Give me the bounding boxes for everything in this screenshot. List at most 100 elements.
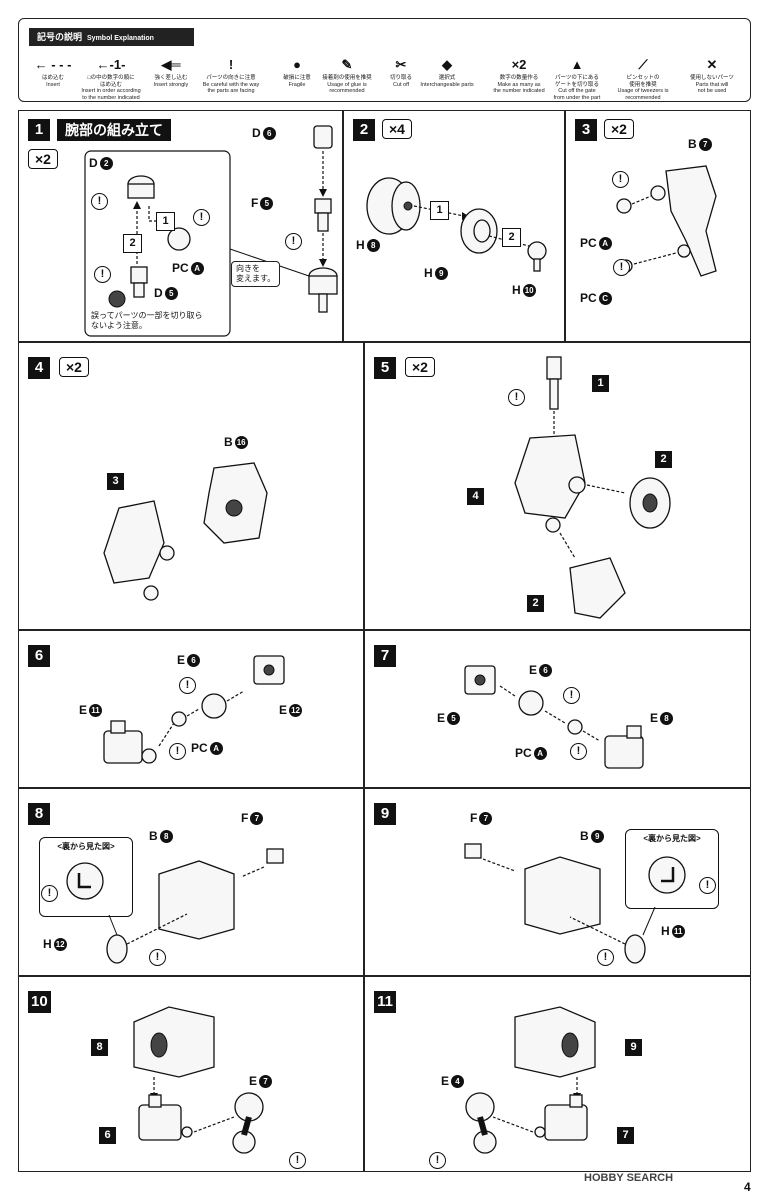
caution-icon: ! [570,743,587,760]
legend-symbol: ×2 [511,57,527,73]
part-number: A [533,747,547,761]
order-number-2: 2 [502,228,521,247]
step-number: 7 [374,645,396,667]
part-number: 6 [262,127,276,141]
part-letter: F [470,811,478,825]
sub-assembly-9: 9 [625,1039,642,1056]
part-letter: H [424,266,433,280]
part-letter: H [43,937,52,951]
caution-icon: ! [169,743,186,760]
part-number: 6 [539,664,553,678]
legend-symbol: ◀═ [161,57,181,73]
step-number: 11 [374,991,396,1013]
caution-icon: ! [597,949,614,966]
step-number: 8 [28,803,50,825]
legend-label-jp: 破損に注意 [283,75,311,81]
legend-label-en: Fragile [288,81,306,88]
caution-icon: ! [613,259,630,276]
part-letter: E [529,663,538,677]
caution-icon: ! [612,171,629,188]
step-number: 6 [28,645,50,667]
part-number: 12 [289,704,303,718]
legend-symbol: ✕ [706,57,718,73]
part-number: 7 [479,812,493,826]
part-number: 8 [366,239,380,253]
legend-label-en: Insert in order according to the number … [81,88,141,101]
part-letter: B [688,137,697,151]
legend-label-jp: パーツの下にある ゲートを切り取る [554,75,599,88]
quantity-badge: ×2 [604,119,634,139]
part-number: 7 [259,1075,273,1089]
part-number: 5 [447,712,461,726]
page-number: 4 [744,1180,751,1194]
legend-symbol: ←-1- [96,57,126,73]
step-1-diagram [84,125,338,337]
quantity-badge: ×2 [59,357,89,377]
caution-icon: ! [91,193,108,210]
legend-symbol: ◆ [442,57,452,73]
legend-label-en: Cut off [392,81,410,88]
step-4-diagram [103,462,268,601]
part-letter: B [580,829,589,843]
legend-label-en: Interchangeable parts [420,81,474,88]
part-letter: PC [191,741,208,755]
caution-icon: ! [41,885,58,902]
part-letter: E [279,703,288,717]
part-number: A [190,262,204,276]
part-number: 4 [451,1075,465,1089]
part-letter: D [154,286,163,300]
sub-assembly-4: 4 [467,488,484,505]
step-5-diagram [514,356,671,619]
part-letter: B [149,829,158,843]
legend-label-jp: 切り取る [389,75,412,81]
order-number-1: 1 [156,212,175,231]
part-number: 10 [522,284,536,298]
part-letter: PC [515,746,532,760]
part-letter: E [441,1074,450,1088]
step-number: 10 [28,991,51,1013]
quantity-badge: ×2 [28,149,58,169]
watermark-logo: HOBBY SEARCH [584,1172,674,1184]
part-letter: E [177,653,186,667]
caution-icon: ! [193,209,210,226]
step-2-diagram [366,177,547,272]
part-number: 6 [187,654,201,668]
legend-label-en: Cut off the gate from under the part [553,88,601,101]
caution-icon: ! [94,266,111,283]
sub-assembly-2-top: 2 [655,451,672,468]
caution-icon: ! [289,1152,306,1169]
part-number: 9 [434,267,448,281]
legend-symbol: ▲ [570,57,584,73]
legend-label-en: Be careful with the way the parts are fa… [202,81,260,95]
legend-symbol: ✎ [341,57,353,73]
part-number: 9 [590,830,604,844]
part-number: 5 [260,197,274,211]
fragile-note: 誤ってパーツの一部を切り取ら ないよう注意。 [91,311,203,330]
part-letter: H [356,238,365,252]
